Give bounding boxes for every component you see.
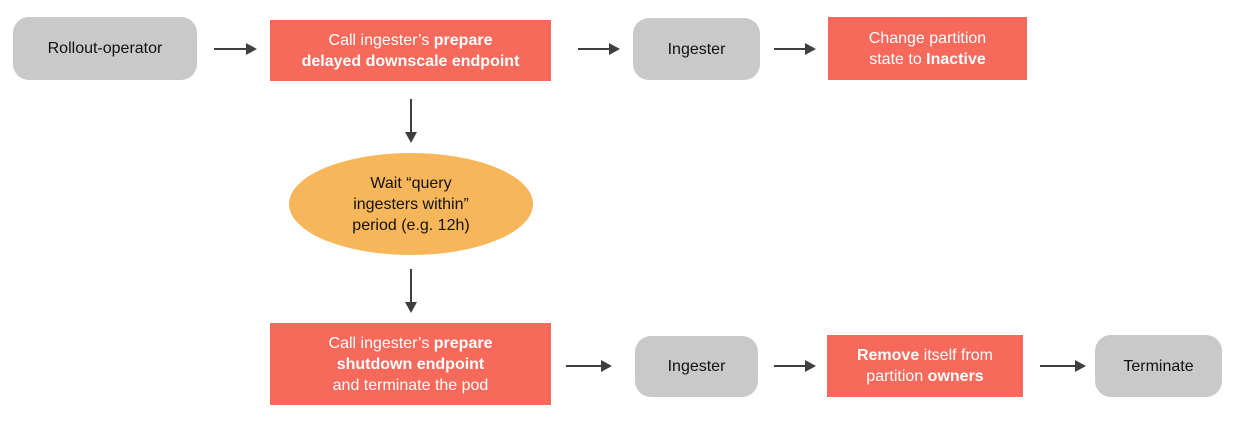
arrow-shaft — [566, 365, 601, 367]
node-text-line: delayed downscale endpoint — [302, 51, 520, 72]
arrow-prepare-delayed-to-ingester — [578, 42, 620, 56]
node-ingester-bottom-label: Ingester — [667, 358, 726, 375]
text-regular: itself from — [919, 347, 994, 364]
arrow-shaft — [214, 48, 246, 50]
node-remove-from-owners: Remove itself from partition owners — [827, 335, 1023, 397]
text-bold: delayed downscale endpoint — [301, 52, 520, 70]
node-ingester-bottom: Ingester — [635, 336, 758, 397]
node-rollout-operator-label: Rollout-operator — [47, 40, 163, 57]
node-text-line: ingesters within” — [353, 194, 469, 215]
arrow-ingester-to-remove-owners — [774, 359, 816, 373]
arrow-shaft — [774, 48, 805, 50]
arrow-shaft — [774, 365, 805, 367]
text-regular: ingesters within” — [353, 195, 469, 213]
node-text-line: Call ingester’s prepare — [329, 30, 493, 51]
text-regular: state to — [869, 50, 927, 68]
node-ingester-top-label: Ingester — [667, 40, 726, 58]
arrow-head-icon — [601, 360, 612, 372]
text-regular: Wait “query — [370, 174, 452, 192]
node-text-line: Call ingester’s prepare — [329, 333, 493, 354]
node-text-line: Change partition — [869, 28, 986, 49]
text-bold: Inactive — [926, 50, 986, 68]
node-text-line: state to Inactive — [869, 49, 986, 70]
node-text-line: period (e.g. 12h) — [352, 215, 469, 236]
text-bold: shutdown endpoint — [336, 355, 485, 373]
text-bold: owners — [927, 368, 984, 385]
node-rollout-operator: Rollout-operator — [13, 17, 197, 80]
arrow-head-icon — [246, 43, 257, 55]
node-text-line: and terminate the pod — [333, 375, 489, 396]
node-prepare-delayed-downscale: Call ingester’s prepare delayed downscal… — [270, 20, 551, 81]
node-wait-period: Wait “query ingesters within” period (e.… — [289, 153, 533, 255]
arrow-wait-to-prepare-shutdown — [404, 269, 418, 313]
text-bold: prepare — [433, 31, 493, 49]
text-bold: Remove — [856, 347, 920, 364]
arrow-remove-owners-to-terminate — [1040, 359, 1086, 373]
arrow-head-icon — [405, 132, 417, 143]
arrow-head-icon — [405, 302, 417, 313]
text-regular: and terminate the pod — [332, 376, 489, 394]
arrow-shaft — [1040, 365, 1075, 367]
arrow-ingester-to-change-partition — [774, 42, 816, 56]
arrow-shaft — [578, 48, 609, 50]
text-regular: Change partition — [868, 29, 987, 47]
text-bold: prepare — [433, 334, 493, 352]
node-ingester-top: Ingester — [633, 18, 760, 80]
text-regular: Call ingester’s — [328, 334, 434, 352]
node-prepare-shutdown: Call ingester’s prepare shutdown endpoin… — [270, 323, 551, 405]
node-terminate-label: Terminate — [1123, 357, 1194, 375]
node-text-line: partition owners — [866, 366, 983, 387]
arrow-head-icon — [609, 43, 620, 55]
node-text-line: shutdown endpoint — [337, 354, 485, 375]
text-regular: Call ingester’s — [328, 31, 434, 49]
arrow-head-icon — [805, 43, 816, 55]
node-text-line: Remove itself from — [857, 345, 993, 366]
node-terminate: Terminate — [1095, 335, 1222, 397]
node-change-partition-state: Change partition state to Inactive — [828, 17, 1027, 80]
arrow-shaft — [410, 99, 412, 132]
arrow-prepare-shutdown-to-ingester — [566, 359, 612, 373]
arrow-shaft — [410, 269, 412, 302]
arrow-head-icon — [1075, 360, 1086, 372]
text-regular: partition — [866, 368, 928, 385]
arrow-head-icon — [805, 360, 816, 372]
node-text-line: Wait “query — [370, 173, 451, 194]
text-regular: period (e.g. 12h) — [352, 216, 470, 234]
arrow-rollout-to-prepare-delayed — [214, 42, 257, 56]
arrow-prepare-delayed-to-wait — [404, 99, 418, 143]
